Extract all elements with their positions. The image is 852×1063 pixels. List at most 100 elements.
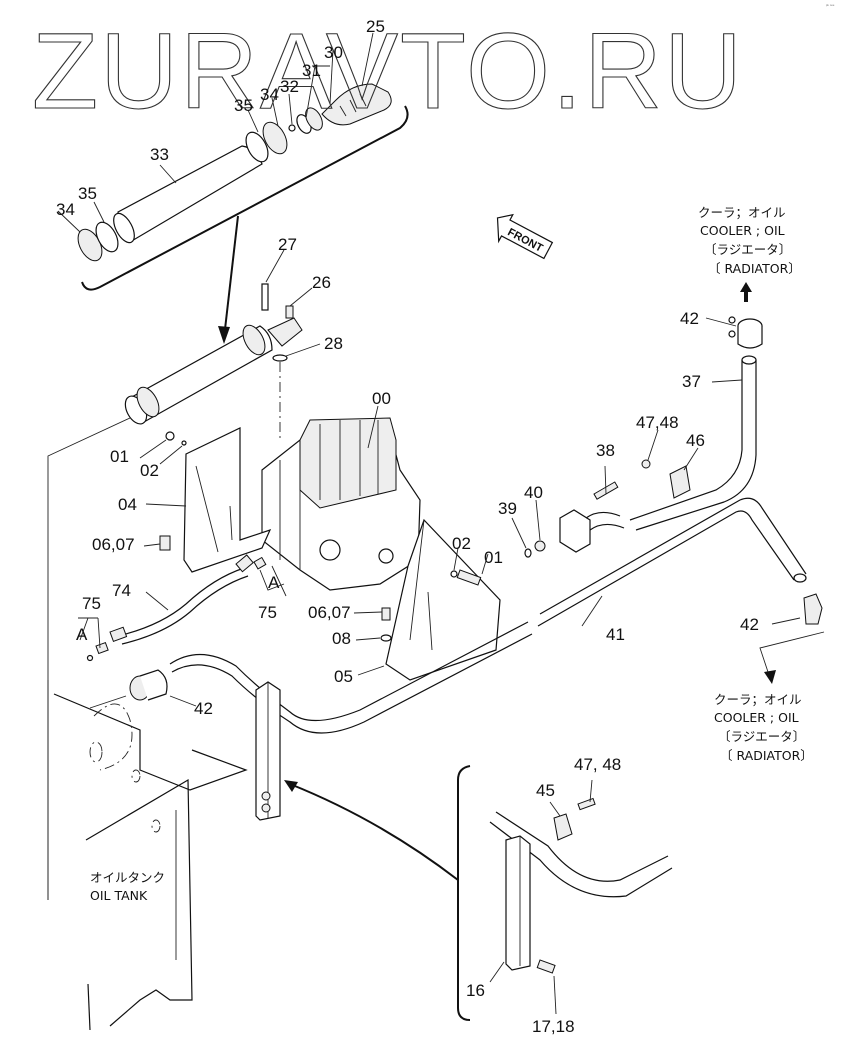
bolt-0607-right <box>381 607 391 621</box>
dest-right-line4: 〔 RADIATOR〕 <box>720 748 813 763</box>
bracket-05 <box>353 518 501 681</box>
callout-00: 00 <box>372 389 391 408</box>
callout-42-top: 42 <box>680 309 699 328</box>
dest-right-line3: 〔ラジエータ〕 <box>718 729 805 744</box>
support-bracket-mounted <box>255 681 281 821</box>
fitting-75-left <box>95 641 109 655</box>
block-fitting <box>559 509 591 553</box>
assembly-arrow <box>223 215 239 339</box>
callout-25: 25 <box>366 17 385 36</box>
callout-02-right: 02 <box>452 534 471 553</box>
callout-34-top: 34 <box>260 85 279 104</box>
front-arrow: FRONT <box>496 213 554 260</box>
block-fitting-group <box>511 429 699 558</box>
watermark-text: ZURAVTO.RU <box>32 10 744 131</box>
callout-A-right: A <box>268 573 280 592</box>
callout-27: 27 <box>278 235 297 254</box>
clamp-35-right <box>245 131 269 163</box>
callout-41: 41 <box>606 625 625 644</box>
callout-1718: 17,18 <box>532 1017 575 1036</box>
part-30-ring <box>305 107 323 131</box>
bracket-04 <box>139 427 272 573</box>
callout-01-left: 01 <box>110 447 129 466</box>
callout-40: 40 <box>524 483 543 502</box>
bolt-26 <box>285 305 294 319</box>
hose-assembly-exploded <box>57 32 409 291</box>
dest-top-line4: 〔 RADIATOR〕 <box>708 261 801 276</box>
callout-26: 26 <box>312 273 331 292</box>
hose-33-end <box>113 212 135 244</box>
bolt-01-left <box>165 431 175 441</box>
callout-35-left: 35 <box>78 184 97 203</box>
part-32 <box>288 124 296 132</box>
detail-inset <box>284 765 673 1021</box>
callout-38: 38 <box>596 441 615 460</box>
oil-tank <box>47 680 248 1031</box>
up-arrow-icon <box>740 282 752 302</box>
clamp-35-left <box>95 221 119 253</box>
callout-0607-left: 06,07 <box>92 535 135 554</box>
clamp-42-top <box>705 316 763 349</box>
bolt-01-right <box>456 569 482 586</box>
tank-label-jp: オイルタンク <box>90 870 165 885</box>
bolt-4748-right <box>641 459 651 469</box>
callout-32: 32 <box>280 77 299 96</box>
clamp-42-right <box>759 593 825 684</box>
clamp-34-right <box>262 121 288 155</box>
bolt-27 <box>261 283 269 311</box>
dest-top-line2: COOLER ; OIL <box>700 223 785 238</box>
callout-04: 04 <box>118 495 137 514</box>
oring-39 <box>524 548 532 558</box>
dest-right-line1: クーラ；オイル <box>714 692 802 707</box>
washer-02-left <box>181 440 187 446</box>
callout-01-right: 01 <box>484 548 503 567</box>
dest-right-line2: COOLER ; OIL <box>714 710 799 725</box>
inset-arrow-icon <box>284 780 298 792</box>
inset-bracket <box>457 765 471 1021</box>
clamp-45 <box>553 813 573 841</box>
control-valve-00 <box>261 405 421 591</box>
callout-45: 45 <box>536 781 555 800</box>
clamp-42-lower <box>89 669 197 709</box>
valve-sections <box>299 417 397 509</box>
callout-75-left: 75 <box>82 594 101 613</box>
bolt-1718 <box>536 959 556 974</box>
callout-35-top: 35 <box>234 96 253 115</box>
clamp-46 <box>669 465 691 499</box>
callout-31: 31 <box>302 61 321 80</box>
tank-label-en: OIL TANK <box>90 888 148 903</box>
callout-16: 16 <box>466 981 485 1000</box>
washer-08 <box>380 634 392 642</box>
corner-mark: ᵖᵏ ˢᵉᵉ <box>826 3 835 8</box>
callout-02-left: 02 <box>140 461 159 480</box>
callout-A-left: A <box>76 625 88 644</box>
callout-74: 74 <box>112 581 131 600</box>
dest-top-line1: クーラ；オイル <box>698 205 786 220</box>
fitting-25 <box>321 83 392 126</box>
callout-39: 39 <box>498 499 517 518</box>
fitting-75-right <box>253 556 267 570</box>
callout-4748-right: 47,48 <box>636 413 679 432</box>
hose-37 <box>629 355 757 531</box>
bolt-0607-left <box>159 535 171 551</box>
flange-block <box>267 317 303 347</box>
callout-46: 46 <box>686 431 705 450</box>
callout-37: 37 <box>682 372 701 391</box>
callout-75-right: 75 <box>258 603 277 622</box>
callout-05: 05 <box>334 667 353 686</box>
callout-08: 08 <box>332 629 351 648</box>
callout-34-left: 34 <box>56 200 75 219</box>
part-40 <box>534 540 546 552</box>
group-bracket-line <box>81 105 409 291</box>
down-arrow-icon <box>764 670 776 684</box>
bolt-4748-inset <box>577 797 596 811</box>
dest-top-line3: 〔ラジエータ〕 <box>704 242 791 257</box>
oring-28 <box>272 354 288 362</box>
bracket-16 <box>505 835 531 971</box>
clamp-right <box>242 324 266 356</box>
callout-33: 33 <box>150 145 169 164</box>
hose-33 <box>117 145 263 243</box>
callout-28: 28 <box>324 334 343 353</box>
